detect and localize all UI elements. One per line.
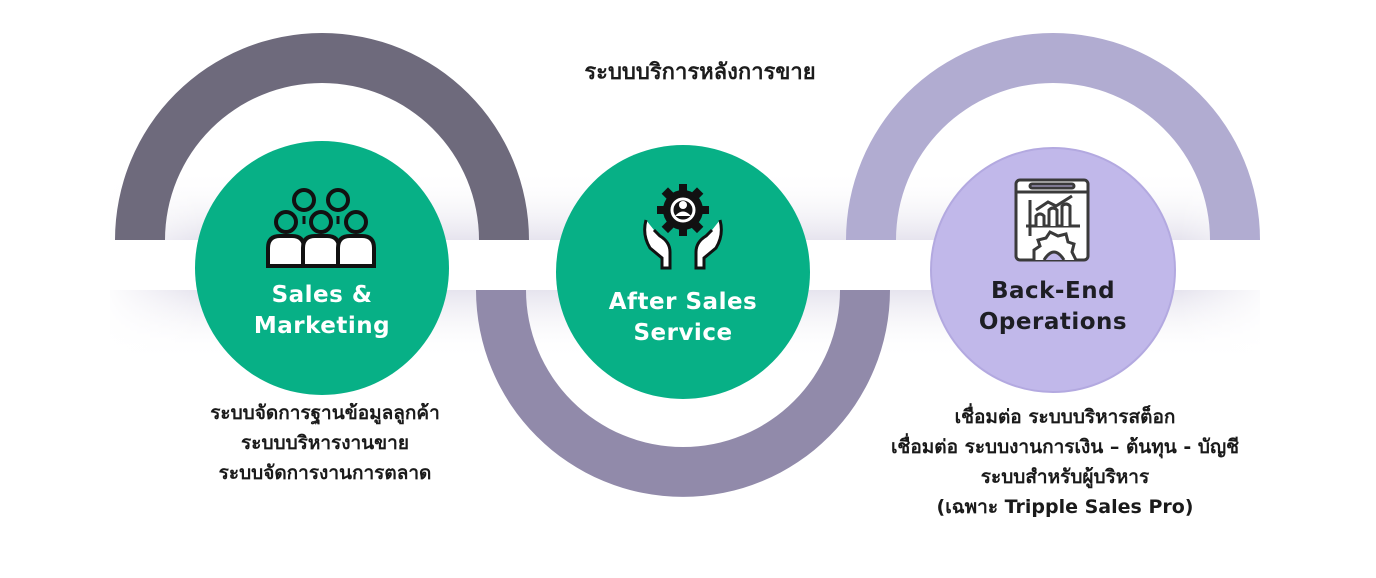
circle-after-sales bbox=[556, 145, 810, 399]
node-title-line-1: Sales & bbox=[271, 282, 373, 308]
circle-back-end bbox=[930, 147, 1176, 393]
node-title-line-2: Operations bbox=[978, 309, 1128, 335]
description-line: (เฉพาะ Tripple Sales Pro) bbox=[936, 496, 1194, 518]
top-caption: ระบบบริการหลังการขาย bbox=[584, 60, 816, 85]
description-line: ระบบบริหารงานขาย bbox=[241, 432, 409, 454]
description-line: ระบบจัดการฐานข้อมูลลูกค้า bbox=[210, 402, 440, 424]
dashboard-chart-gear-icon bbox=[1014, 178, 1090, 262]
description-line: เชื่อมต่อ ระบบงานการเงิน – ต้นทุน - บัญช… bbox=[890, 436, 1240, 458]
node-title-after-sales: After Sales Service bbox=[573, 287, 793, 349]
node-title-line-2: Service bbox=[633, 320, 733, 346]
arc-right bbox=[846, 33, 1260, 240]
node-title-back-end: Back-End Operations bbox=[943, 276, 1163, 338]
node-title-line-2: Marketing bbox=[253, 313, 391, 339]
node-title-sales-marketing: Sales & Marketing bbox=[212, 280, 432, 342]
description-line: ระบบสำหรับผู้บริหาร bbox=[980, 466, 1150, 488]
description-line: ระบบจัดการงานการตลาด bbox=[218, 462, 432, 484]
node-title-line-1: Back-End bbox=[990, 278, 1116, 304]
team-people-icon bbox=[266, 188, 376, 268]
node-description-back-end: เชื่อมต่อ ระบบบริหารสต็อก เชื่อมต่อ ระบบ… bbox=[800, 402, 1330, 522]
arc-middle bbox=[476, 290, 890, 497]
description-line: เชื่อมต่อ ระบบบริหารสต็อก bbox=[954, 406, 1176, 428]
node-title-line-1: After Sales bbox=[608, 289, 758, 315]
node-description-sales-marketing: ระบบจัดการฐานข้อมูลลูกค้า ระบบบริหารงานข… bbox=[130, 398, 520, 488]
arc-left bbox=[115, 33, 529, 240]
